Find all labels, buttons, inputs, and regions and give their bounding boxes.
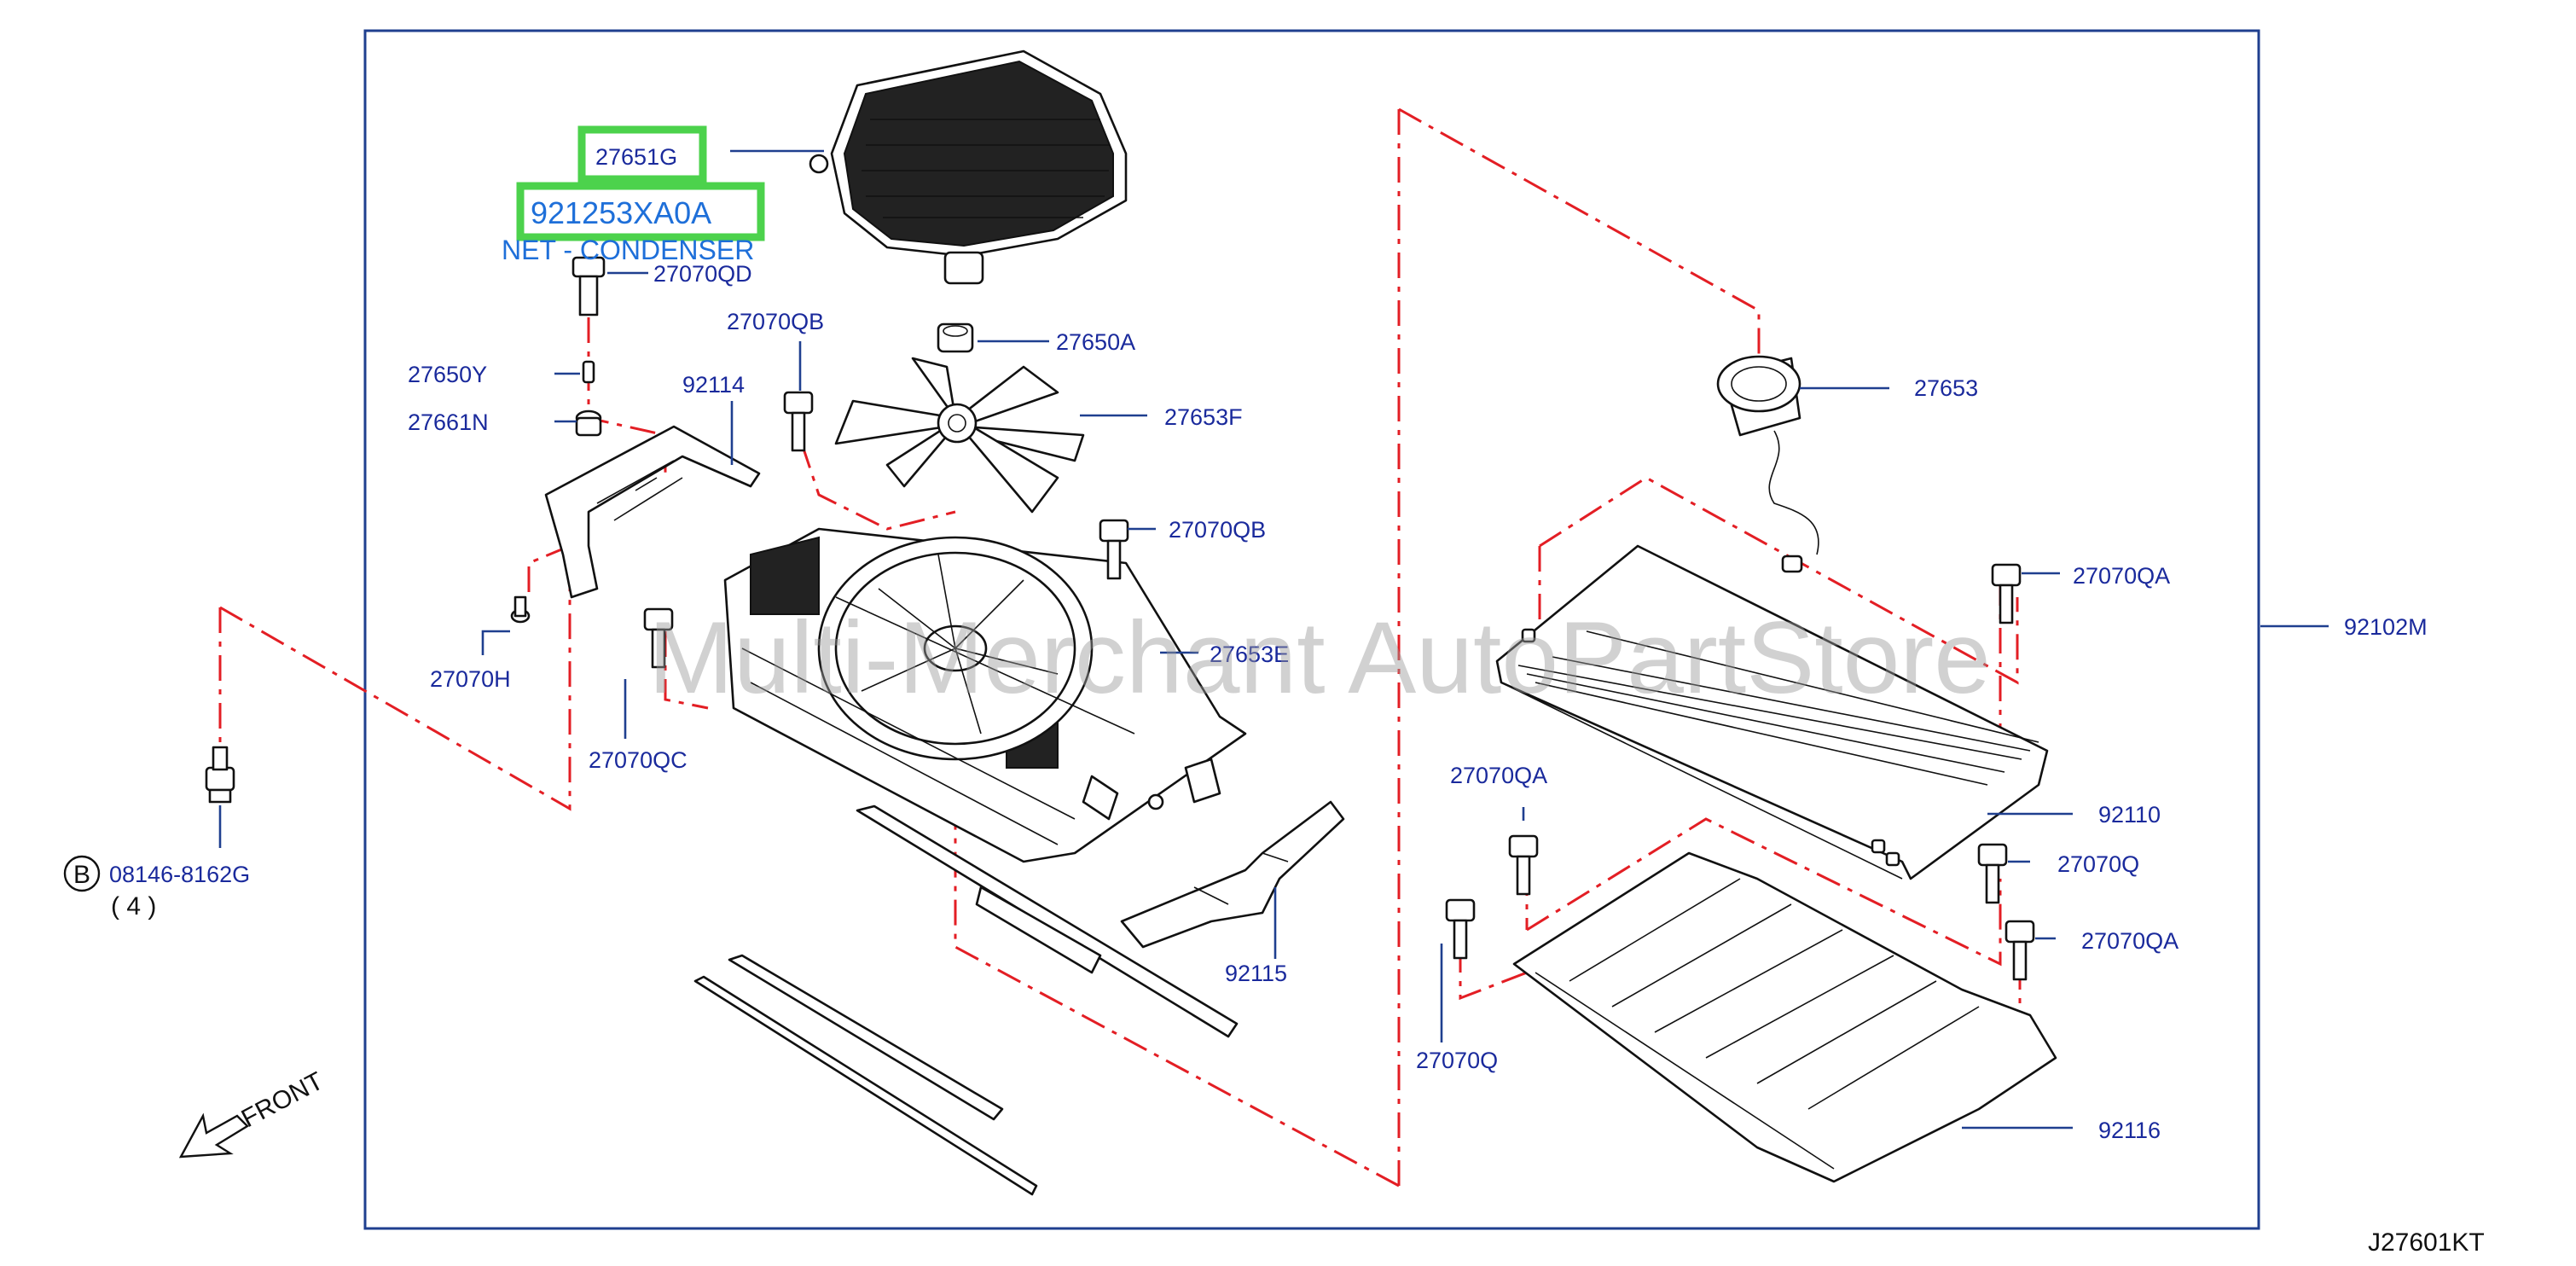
bolt-27070qa-mid xyxy=(1508,834,1539,896)
leader-lines xyxy=(218,149,2329,1130)
callout-27070h[interactable]: 27070H xyxy=(430,666,511,692)
label-net-condenser: NET - CONDENSER xyxy=(502,235,754,265)
callout-27070q-a[interactable]: 27070Q xyxy=(2057,851,2139,877)
diagram-frame xyxy=(363,29,2260,1230)
fan-motor-27653 xyxy=(1716,355,1819,573)
fan-blade-27653f xyxy=(834,357,1085,514)
front-arrow-icon xyxy=(178,1112,249,1159)
bolt-27070qa-low xyxy=(2005,920,2035,981)
callout-27070qa-b[interactable]: 27070QA xyxy=(1450,763,1547,788)
callout-27070qb-a[interactable]: 27070QB xyxy=(727,309,824,334)
bolt-reference: B 08146-8162G ( 4 ) xyxy=(63,855,250,920)
bolt-27070q-right xyxy=(1977,843,2008,904)
callout-27070qa-a[interactable]: 27070QA xyxy=(2073,563,2170,589)
callout-27650a[interactable]: 27650A xyxy=(1056,329,1135,355)
callout-circle-b xyxy=(63,855,101,892)
bolt-quantity: ( 4 ) xyxy=(111,892,156,920)
highlight-box-921253xa0a xyxy=(516,182,765,241)
front-label: FRONT xyxy=(237,1067,328,1134)
callout-27070qd[interactable]: 27070QD xyxy=(653,261,752,287)
condenser-92110 xyxy=(1495,544,2049,880)
bolt-27070q-left xyxy=(1445,898,1476,960)
callout-27650y[interactable]: 27650Y xyxy=(408,362,487,387)
seal-strips xyxy=(693,804,1239,1196)
callout-92114[interactable]: 92114 xyxy=(682,372,745,398)
bolts xyxy=(205,391,2035,981)
callout-27653f[interactable]: 27653F xyxy=(1164,404,1243,430)
callout-27070q-b[interactable]: 27070Q xyxy=(1416,1048,1498,1073)
callout-08146-8162g[interactable]: 08146-8162G xyxy=(109,862,250,887)
watermark: Multi-Merchant AutoPartStore xyxy=(648,601,1991,715)
callout-92116[interactable]: 92116 xyxy=(2098,1118,2161,1143)
label-921253xa0a[interactable]: 921253XA0A xyxy=(531,195,711,230)
callout-92102m[interactable]: 92102M xyxy=(2344,614,2428,640)
callout-27070qb-b[interactable]: 27070QB xyxy=(1169,517,1266,543)
bolt-27070qc xyxy=(643,607,674,669)
callout-92115[interactable]: 92115 xyxy=(1225,961,1287,986)
callout-27070qa-c[interactable]: 27070QA xyxy=(2081,928,2179,954)
bolt-27070qb-right xyxy=(1099,519,1129,580)
bolt-08146 xyxy=(205,746,235,804)
label-27651g[interactable]: 27651G xyxy=(595,144,677,170)
fan-shroud-27653e xyxy=(723,527,1247,863)
nut-27650a xyxy=(937,322,974,353)
callout-27661n[interactable]: 27661N xyxy=(408,409,489,435)
front-indicator: FRONT xyxy=(178,1067,328,1159)
callout-27653e[interactable]: 27653E xyxy=(1210,642,1289,667)
bracket-92114 xyxy=(510,425,761,624)
bracket-92115 xyxy=(1120,800,1345,949)
callout-27070qc[interactable]: 27070QC xyxy=(589,747,688,773)
diagram-code: J27601KT xyxy=(2368,1228,2485,1257)
undercover-92116 xyxy=(1512,851,2057,1183)
bolt-27070qa-top xyxy=(1991,563,2022,624)
highlight-box-27651g xyxy=(577,125,707,183)
callout-92110[interactable]: 92110 xyxy=(2098,802,2161,828)
circle-letter-b: B xyxy=(73,861,90,889)
bolt-27070qb-left xyxy=(783,391,814,452)
callout-27653[interactable]: 27653 xyxy=(1914,375,1978,401)
shroud-housing-27651g xyxy=(809,49,1128,285)
screw-27070qd xyxy=(571,256,606,437)
